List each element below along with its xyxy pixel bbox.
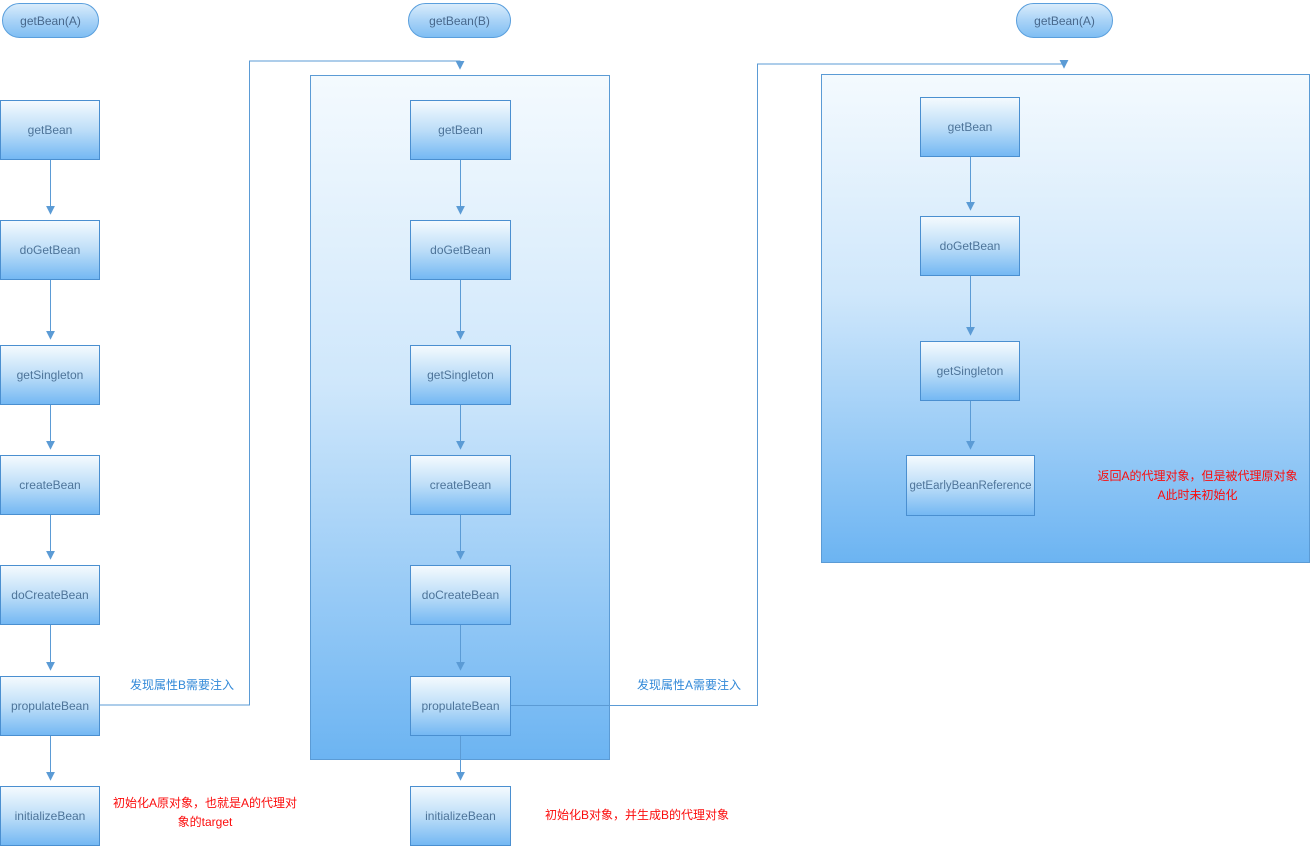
node-label: createBean [19,478,81,492]
node-label: getSingleton [936,364,1004,378]
node-a2-getsingleton[interactable]: getSingleton [920,341,1020,401]
node-label: initializeBean [425,809,496,823]
node-label: getSingleton [427,368,494,382]
node-a2-dogetbean[interactable]: doGetBean [920,216,1020,276]
terminator-label: getBean(A) [1034,13,1095,28]
node-label: getSingleton [16,368,84,382]
node-label: propulateBean [10,699,90,713]
node-a-getsingleton[interactable]: getSingleton [0,345,100,405]
node-label: doCreateBean [421,588,500,602]
node-label: getEarlyBeanReference [909,479,1032,492]
node-b-createbean[interactable]: createBean [410,455,511,515]
subflow-frame-getbean-a[interactable] [821,74,1310,563]
node-a-createbean[interactable]: createBean [0,455,100,515]
note-inject-a[interactable]: 发现属性A需要注入 [637,678,742,692]
node-label: doCreateBean [11,588,89,602]
node-label: propulateBean [421,699,500,713]
node-a2-getearlybeanreference[interactable]: getEarlyBeanReference [906,455,1035,516]
terminator-label: getBean(A) [20,13,81,28]
node-b-getbean[interactable]: getBean [410,100,511,160]
connector-b-to-a [511,59,1069,706]
terminator-label: getBean(B) [429,13,490,28]
node-label: getBean [27,123,73,137]
note-init-b[interactable]: 初始化B对象，并生成B的代理对象 [545,808,730,822]
node-a-docreatebean[interactable]: doCreateBean [0,565,100,625]
note-inject-b[interactable]: 发现属性B需要注入 [130,678,235,692]
connector-a-to-b [100,60,465,706]
node-label: doGetBean [430,243,491,257]
node-a-propulatebean[interactable]: propulateBean [0,676,100,736]
node-label: createBean [429,478,492,492]
node-label: initializeBean [14,809,86,823]
node-a2-getbean[interactable]: getBean [920,97,1020,157]
node-b-dogetbean[interactable]: doGetBean [410,220,511,280]
node-a-dogetbean[interactable]: doGetBean [0,220,100,280]
terminator-getbean-a-2[interactable]: getBean(A) [1016,3,1113,38]
note-proxy-a[interactable]: 返回A的代理对象，但是被代理原对象 A此时未初始化 [1097,469,1298,502]
node-b-docreatebean[interactable]: doCreateBean [410,565,511,625]
node-b-initializebean[interactable]: initializeBean [410,786,511,846]
node-label: doGetBean [939,239,1001,253]
node-b-propulatebean[interactable]: propulateBean [410,676,511,736]
node-a-initializebean[interactable]: initializeBean [0,786,100,846]
node-label: doGetBean [19,243,81,257]
node-label: getBean [947,120,993,134]
node-b-getsingleton[interactable]: getSingleton [410,345,511,405]
node-label: getBean [438,123,483,137]
node-a-getbean[interactable]: getBean [0,100,100,160]
note-init-a[interactable]: 初始化A原对象，也就是A的代理对 象的target [112,796,297,829]
terminator-getbean-a[interactable]: getBean(A) [2,3,99,38]
terminator-getbean-b[interactable]: getBean(B) [408,3,511,38]
flow-arrows [46,59,1069,781]
